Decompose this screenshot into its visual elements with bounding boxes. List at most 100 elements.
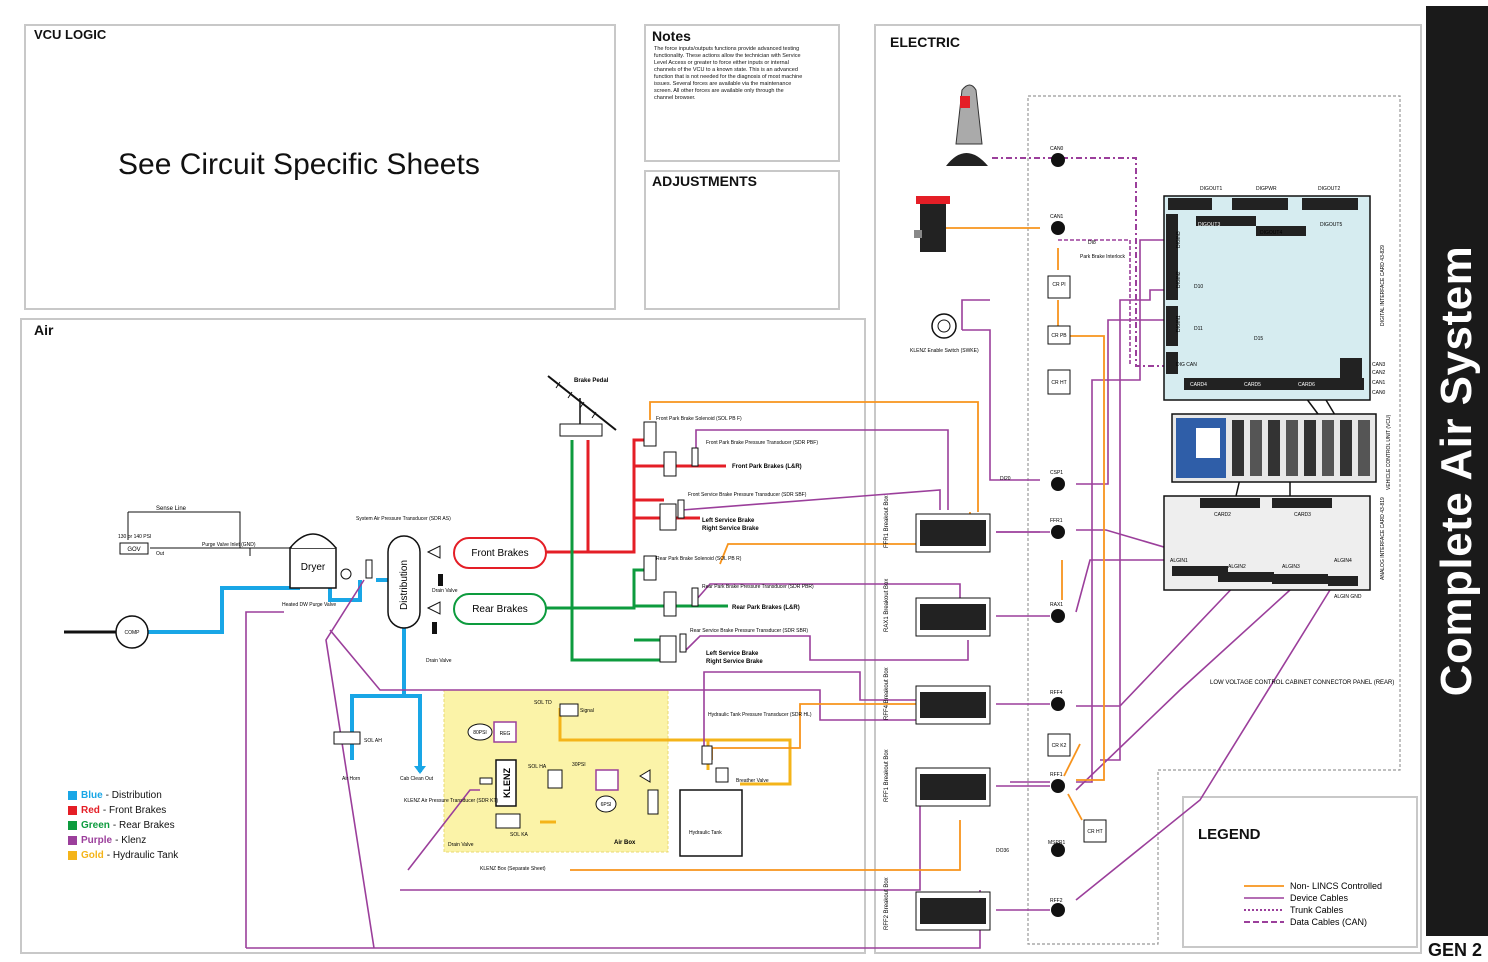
svg-text:Air Horn: Air Horn [342, 776, 361, 782]
svg-text:DIGIN3: DIGIN3 [1176, 231, 1182, 248]
sidebar-title: Complete Air System [1432, 245, 1482, 697]
svg-text:CR HT: CR HT [1051, 380, 1066, 386]
breakout-box-rff4: RFF4 Breakout Box [884, 667, 991, 725]
svg-text:FFR1: FFR1 [1050, 518, 1063, 524]
svg-text:DIGIN2: DIGIN2 [1176, 271, 1182, 288]
svg-text:30PSI: 30PSI [572, 762, 586, 768]
legend-green: Green- Rear Brakes [68, 818, 178, 833]
color-legend: Blue- Distribution Red- Front Brakes Gre… [68, 788, 178, 863]
regulator: 80PSI REG [467, 721, 517, 743]
relay-cr-pi: CR PI [1047, 275, 1071, 299]
svg-text:DIGOUT4: DIGOUT4 [1260, 230, 1282, 236]
svg-text:Breather Valve: Breather Valve [736, 778, 769, 784]
svg-text:Front Brakes: Front Brakes [471, 548, 528, 559]
svg-text:Rear Park Brake Solenoid (SOL: Rear Park Brake Solenoid (SOL PB R) [656, 556, 742, 562]
legend-panel [1182, 796, 1418, 948]
breakout-box-rax1: RAX1 Breakout Box [884, 579, 991, 637]
compressor: COMP [115, 615, 149, 649]
svg-text:Out: Out [156, 551, 165, 557]
svg-text:DIGIN1: DIGIN1 [1176, 315, 1182, 332]
sidebar-band [1426, 6, 1488, 936]
svg-text:RFF4 Breakout Box: RFF4 Breakout Box [884, 667, 890, 720]
svg-text:Rear Service Brake Pressure Tr: Rear Service Brake Pressure Transducer (… [690, 628, 808, 634]
analog-interface-card: CARD2 CARD3 ALGIN1 ALGIN2 ALGIN3 ALGIN4 … [1163, 495, 1386, 600]
legend-purple: Purple- Klenz [68, 833, 178, 848]
svg-text:REG: REG [500, 731, 511, 737]
dryer: Dryer [289, 533, 337, 589]
relay-cr-ht: CR HT [1047, 369, 1071, 395]
svg-text:Drain Valve: Drain Valve [432, 588, 458, 594]
svg-text:Signal: Signal [580, 708, 594, 714]
svg-text:CR PI: CR PI [1052, 282, 1065, 288]
klenz-drain-label: Drain Valve [448, 842, 474, 848]
svg-text:RAX1: RAX1 [1050, 602, 1063, 608]
svg-text:VEHICLE CONTROL UNIT (VCU): VEHICLE CONTROL UNIT (VCU) [1386, 414, 1392, 490]
svg-text:ANALOG INTERFACE CARD 43-819: ANALOG INTERFACE CARD 43-819 [1380, 497, 1386, 580]
svg-text:Distribution: Distribution [399, 560, 410, 610]
svg-text:CSP1: CSP1 [1050, 470, 1063, 476]
svg-text:CR HT: CR HT [1087, 829, 1102, 835]
svg-text:Rear Park Brake Pressure Trans: Rear Park Brake Pressure Transducer (SDR… [702, 584, 814, 590]
gen-label: GEN 2 [1428, 940, 1483, 960]
svg-text:CAN0: CAN0 [1372, 390, 1386, 396]
svg-text:Front Park Brakes (L&R): Front Park Brakes (L&R) [732, 464, 802, 470]
svg-text:DIGOUT3: DIGOUT3 [1198, 222, 1220, 228]
svg-text:130 or 140 PSI: 130 or 140 PSI [118, 534, 151, 540]
svg-text:ALGIN4: ALGIN4 [1334, 558, 1352, 564]
klenz-box-label: KLENZ Box (Separate Sheet) [480, 866, 546, 872]
svg-text:Front Park Brake Pressure Tran: Front Park Brake Pressure Transducer (SD… [706, 440, 818, 446]
svg-text:D11: D11 [1194, 326, 1203, 332]
svg-text:Front Park Brake Solenoid (SOL: Front Park Brake Solenoid (SOL PB F) [656, 416, 742, 422]
svg-text:SOL HA: SOL HA [528, 764, 547, 770]
svg-text:KLENZ Air Pressure Transducer: KLENZ Air Pressure Transducer (SDR KT) [404, 798, 499, 804]
svg-text:DIGITAL INTERFACE CARD 43-829: DIGITAL INTERFACE CARD 43-829 [1380, 245, 1386, 326]
svg-text:Rear Brakes: Rear Brakes [472, 604, 528, 615]
air-system-diagram: COMP Dryer System Air Pressure Transduce… [64, 84, 1401, 949]
check-valve [340, 568, 352, 580]
svg-text:ALGIN3: ALGIN3 [1282, 564, 1300, 570]
svg-text:Right Service Brake: Right Service Brake [702, 526, 759, 532]
svg-text:Park Brake Interlock: Park Brake Interlock [1080, 254, 1126, 260]
klenz-enable-switch: KLENZ Enable Switch (SWKE) [910, 313, 979, 354]
svg-text:DIGOUT5: DIGOUT5 [1320, 222, 1342, 228]
vcu-logic-title: VCU LOGIC [34, 27, 107, 42]
svg-text:CARD2: CARD2 [1214, 512, 1231, 518]
svg-text:Hydraulic Tank: Hydraulic Tank [689, 830, 722, 836]
svg-text:DIG CAN: DIG CAN [1176, 362, 1197, 368]
air-box-regulators: 6PSI 30PSI Air Box [572, 762, 659, 846]
svg-text:Left Service Brake: Left Service Brake [702, 518, 755, 524]
svg-text:Trunk Cables: Trunk Cables [1290, 905, 1344, 915]
adjustments-panel [644, 170, 840, 310]
svg-text:SOL AH: SOL AH [364, 738, 382, 744]
vehicle-control-unit: VEHICLE CONTROL UNIT (VCU) [1171, 413, 1392, 490]
front-park-valve: Front Park Brake Pressure Transducer (SD… [663, 440, 818, 477]
svg-text:D10: D10 [1194, 284, 1203, 290]
front-brake-lines [546, 438, 726, 554]
svg-text:RFF1 Breakout Box: RFF1 Breakout Box [884, 749, 890, 802]
breakout-arrows [996, 531, 1050, 911]
svg-text:RFF1: RFF1 [1050, 772, 1063, 778]
svg-text:6PSI: 6PSI [601, 802, 612, 808]
svg-text:CARD6: CARD6 [1298, 382, 1315, 388]
svg-text:COMP: COMP [125, 630, 141, 636]
svg-text:CARD4: CARD4 [1190, 382, 1207, 388]
data-can-cable [1058, 239, 1131, 366]
notes-title: Notes [652, 28, 691, 44]
svg-text:80PSI: 80PSI [473, 730, 487, 736]
svg-text:System Air Pressure Transducer: System Air Pressure Transducer (SDR AS) [356, 516, 451, 522]
sol-ka: SOL KA [495, 813, 529, 838]
sol-ah: SOL AH Air Horn [333, 731, 382, 782]
notes-body: The force inputs/outputs functions provi… [654, 46, 803, 101]
svg-text:Hydraulic Tank Pressure Transd: Hydraulic Tank Pressure Transducer (SDR … [708, 712, 812, 718]
cab-clean-out: Cab Clean Out [400, 766, 434, 782]
svg-text:Purge Valve Inlet (GND): Purge Valve Inlet (GND) [202, 542, 256, 548]
air-title: Air [34, 322, 54, 338]
svg-text:Air Box: Air Box [614, 840, 636, 846]
front-park-solenoid: Front Park Brake Solenoid (SOL PB F) [643, 416, 742, 447]
svg-text:CARD3: CARD3 [1294, 512, 1311, 518]
svg-text:Cab Clean Out: Cab Clean Out [400, 776, 434, 782]
line-legend: Non- LINCS Controlled Device Cables Trun… [1244, 881, 1382, 927]
electric-title: ELECTRIC [890, 34, 960, 50]
svg-text:CARD5: CARD5 [1244, 382, 1261, 388]
rear-park-solenoid: Rear Park Brake Solenoid (SOL PB R) [643, 555, 742, 581]
